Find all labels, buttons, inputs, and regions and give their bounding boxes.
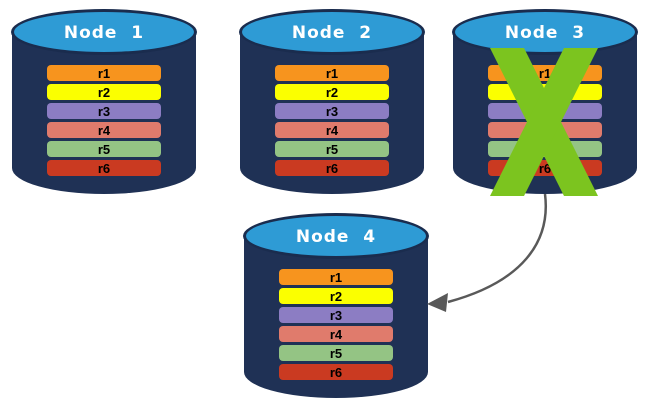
record-bar-r4: r4 — [47, 122, 161, 138]
record-bar-r3: r3 — [47, 103, 161, 119]
record-bar-r6: r6 — [275, 160, 389, 176]
node-3-cylinder-top: Node 3 — [452, 9, 638, 55]
record-bar-r5: r5 — [279, 345, 393, 361]
record-bar-r5: r5 — [275, 141, 389, 157]
record-bar-r2: r2 — [47, 84, 161, 100]
record-bar-r2: r2 — [279, 288, 393, 304]
node-1: r1 r2 r3 r4 r5 r6 Node 1 — [11, 8, 197, 194]
record-bar-r3: r3 — [275, 103, 389, 119]
record-bar-r4: r4 — [275, 122, 389, 138]
node-2-title: Node 2 — [291, 22, 373, 43]
record-bar-r1: r1 — [275, 65, 389, 81]
node-3: r1 r2 r3 r4 r5 r6 Node 3 — [452, 8, 638, 196]
record-bar-r6: r6 — [47, 160, 161, 176]
node-4: r1 r2 r3 r4 r5 r6 Node 4 — [243, 212, 429, 398]
node-1-records: r1 r2 r3 r4 r5 r6 — [47, 65, 161, 179]
node-1-title: Node 1 — [63, 22, 145, 43]
record-bar-r1: r1 — [47, 65, 161, 81]
node-4-records: r1 r2 r3 r4 r5 r6 — [279, 269, 393, 383]
record-bar-r3: r3 — [279, 307, 393, 323]
record-bar-r2: r2 — [275, 84, 389, 100]
node-1-cylinder-top: Node 1 — [11, 9, 197, 55]
record-bar-r6: r6 — [279, 364, 393, 380]
node-4-cylinder-top: Node 4 — [243, 213, 429, 259]
failure-cross-icon — [490, 48, 598, 196]
record-bar-r4: r4 — [279, 326, 393, 342]
node-2-records: r1 r2 r3 r4 r5 r6 — [275, 65, 389, 179]
record-bar-r1: r1 — [279, 269, 393, 285]
node-3-title: Node 3 — [504, 22, 586, 43]
node-2: r1 r2 r3 r4 r5 r6 Node 2 — [239, 8, 425, 194]
failover-arrow — [427, 193, 547, 312]
record-bar-r5: r5 — [47, 141, 161, 157]
node-4-title: Node 4 — [295, 226, 377, 247]
node-2-cylinder-top: Node 2 — [239, 9, 425, 55]
